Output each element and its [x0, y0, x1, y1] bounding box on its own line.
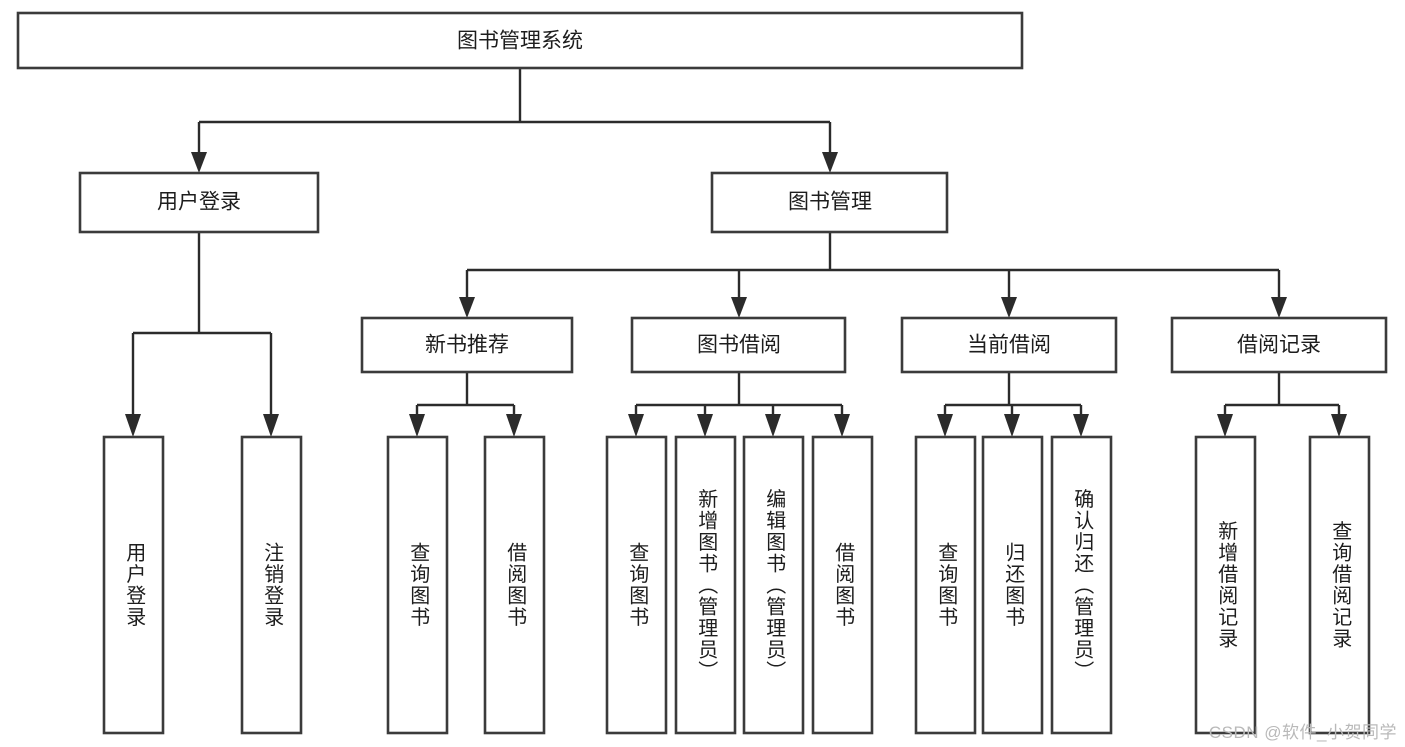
leaf-label-query-book-recommend: 查询图书	[407, 542, 430, 628]
arrow-head-icon	[125, 414, 141, 437]
node-label-book-management: 图书管理	[788, 191, 872, 214]
arrow-head-icon	[765, 414, 781, 437]
arrow-head-icon	[731, 297, 747, 318]
leaf-node-edit-book-admin[interactable]: 编辑图书（管理员）	[742, 435, 805, 735]
arrow-head-icon	[459, 297, 475, 318]
leaf-node-query-book-borrow[interactable]: 查询图书	[605, 435, 668, 735]
leaf-node-query-borrow-record[interactable]: 查询借阅记录	[1308, 435, 1371, 735]
arrow-head-icon	[1004, 414, 1020, 437]
leaf-label-add-book-admin: 新增图书（管理员）	[695, 488, 718, 682]
arrow-head-icon	[263, 414, 279, 437]
node-label-borrow-record: 借阅记录	[1237, 334, 1321, 357]
node-label-book-borrow: 图书借阅	[697, 334, 781, 357]
leaf-label-add-borrow-record: 新增借阅记录	[1215, 520, 1238, 649]
arrow-head-icon	[1331, 414, 1347, 437]
node-user-login[interactable]: 用户登录	[78, 171, 320, 234]
leaf-node-query-book-current[interactable]: 查询图书	[914, 435, 977, 735]
connector-currentborrow-to-leaves	[937, 372, 1089, 437]
leaf-label-return-book: 归还图书	[1002, 542, 1025, 628]
connector-root-to-level2	[191, 68, 838, 173]
leaf-node-borrow-book-recommend[interactable]: 借阅图书	[483, 435, 546, 735]
arrow-head-icon	[191, 152, 207, 173]
leaf-node-return-book[interactable]: 归还图书	[981, 435, 1044, 735]
leaf-label-borrow-book-recommend: 借阅图书	[504, 542, 527, 628]
arrow-head-icon	[697, 414, 713, 437]
node-root-book-management-system[interactable]: 图书管理系统	[16, 11, 1024, 70]
node-label-new-book-recommend: 新书推荐	[425, 334, 509, 357]
arrow-head-icon	[409, 414, 425, 437]
leaf-label-user-login: 用户登录	[123, 542, 146, 628]
arrow-head-icon	[628, 414, 644, 437]
leaf-label-query-book-current: 查询图书	[935, 542, 958, 628]
leaf-node-borrow-book[interactable]: 借阅图书	[811, 435, 874, 735]
leaf-node-confirm-return-admin[interactable]: 确认归还（管理员）	[1050, 435, 1113, 735]
connector-bookmgmt-to-level3	[459, 232, 1287, 318]
leaf-node-add-borrow-record[interactable]: 新增借阅记录	[1194, 435, 1257, 735]
node-label-user-login: 用户登录	[157, 191, 241, 214]
connector-userlogin-to-leaves	[125, 232, 279, 437]
node-new-book-recommend[interactable]: 新书推荐	[360, 316, 574, 374]
arrow-head-icon	[506, 414, 522, 437]
leaf-node-add-book-admin[interactable]: 新增图书（管理员）	[674, 435, 737, 735]
arrow-head-icon	[1073, 414, 1089, 437]
arrow-head-icon	[1271, 297, 1287, 318]
arrow-head-icon	[937, 414, 953, 437]
leaf-label-query-borrow-record: 查询借阅记录	[1329, 520, 1352, 649]
arrow-head-icon	[1217, 414, 1233, 437]
connector-newbook-to-leaves	[409, 372, 522, 437]
leaf-label-logout: 注销登录	[261, 542, 284, 628]
node-book-borrow[interactable]: 图书借阅	[630, 316, 847, 374]
node-current-borrow[interactable]: 当前借阅	[900, 316, 1118, 374]
arrow-head-icon	[1001, 297, 1017, 318]
leaf-node-query-book-recommend[interactable]: 查询图书	[386, 435, 449, 735]
node-book-management[interactable]: 图书管理	[710, 171, 949, 234]
connector-bookborrow-to-leaves	[628, 372, 850, 437]
node-label-current-borrow: 当前借阅	[967, 334, 1051, 357]
arrow-head-icon	[822, 152, 838, 173]
leaf-label-confirm-return-admin: 确认归还（管理员）	[1071, 488, 1094, 682]
connector-borrowrecord-to-leaves	[1217, 372, 1347, 437]
node-label-root: 图书管理系统	[457, 30, 583, 53]
node-borrow-record[interactable]: 借阅记录	[1170, 316, 1388, 374]
leaf-label-query-book-borrow: 查询图书	[626, 542, 649, 628]
leaf-node-logout[interactable]: 注销登录	[240, 435, 303, 735]
arrow-head-icon	[834, 414, 850, 437]
leaf-label-edit-book-admin: 编辑图书（管理员）	[763, 488, 786, 682]
leaf-label-borrow-book: 借阅图书	[832, 542, 855, 628]
leaf-node-user-login[interactable]: 用户登录	[102, 435, 165, 735]
